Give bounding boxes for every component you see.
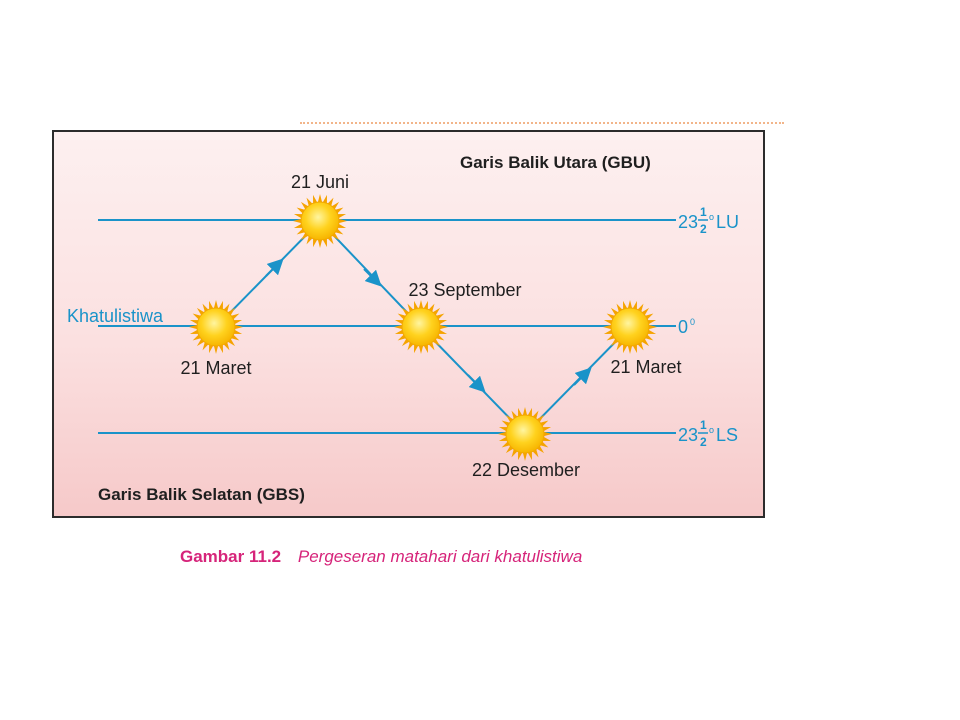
north-latitude-suffix: LU	[716, 212, 739, 232]
gbs-title: Garis Balik Selatan (GBS)	[98, 485, 305, 504]
path-arrow-3	[467, 374, 486, 393]
sun-march-right	[603, 300, 657, 354]
sun-disc	[610, 307, 650, 347]
south-latitude-label: 23 1 2 o LS	[666, 418, 738, 449]
sun-shift-diagram: Garis Balik Utara (GBU) Garis Balik Sela…	[67, 153, 739, 504]
sun-ray	[189, 324, 199, 330]
sun-march-left	[189, 300, 243, 354]
sun-ray	[438, 324, 448, 330]
sun-june	[293, 194, 347, 248]
sun-ray	[603, 324, 613, 330]
equator-label: Khatulistiwa	[67, 306, 164, 326]
sun-ray	[293, 218, 303, 224]
sun-december	[498, 407, 552, 461]
path-arrow-4	[573, 367, 592, 386]
sun-disc	[300, 201, 340, 241]
sun-date-june: 21 Juni	[291, 172, 349, 192]
sun-september	[394, 300, 448, 354]
sun-ray	[213, 344, 219, 354]
caption-text: Pergeseran matahari dari khatulistiwa	[297, 547, 583, 566]
sun-shift-figure: Garis Balik Utara (GBU) Garis Balik Sela…	[52, 130, 765, 518]
north-latitude-whole: 23	[678, 212, 698, 232]
sun-disc	[401, 307, 441, 347]
south-latitude-den: 2	[700, 435, 707, 449]
sun-disc	[505, 414, 545, 454]
sun-ray	[317, 238, 323, 248]
north-latitude-num: 1	[700, 205, 707, 219]
sun-date-march-left: 21 Maret	[180, 358, 251, 378]
equator-latitude-deg: 0	[690, 317, 695, 327]
south-latitude-whole: 23	[678, 425, 698, 445]
sun-ray	[647, 324, 657, 330]
sun-ray	[337, 218, 347, 224]
sun-ray	[394, 324, 404, 330]
path-arrow-1	[265, 258, 284, 277]
sun-ray	[213, 300, 219, 310]
decorative-dotted-rule	[300, 122, 784, 124]
south-latitude-deg: o	[709, 425, 714, 435]
gbu-title: Garis Balik Utara (GBU)	[460, 153, 651, 172]
sun-date-march-right: 21 Maret	[610, 357, 681, 377]
north-latitude-den: 2	[700, 222, 707, 236]
figure-caption: Gambar 11.2 Pergeseran matahari dari kha…	[180, 547, 582, 567]
south-latitude-num: 1	[700, 418, 707, 432]
sun-disc	[196, 307, 236, 347]
sun-ray	[418, 300, 424, 310]
sun-date-december: 22 Desember	[472, 460, 580, 480]
sun-ray	[233, 324, 243, 330]
sun-ray	[542, 431, 552, 437]
equator-latitude-value: 0	[678, 317, 688, 337]
sun-ray	[498, 431, 508, 437]
north-latitude-deg: o	[709, 212, 714, 222]
sun-ray	[627, 344, 633, 354]
caption-number: Gambar 11.2	[180, 547, 282, 566]
sun-ray	[522, 407, 528, 417]
path-arrow-2	[363, 268, 382, 287]
sun-ray	[418, 344, 424, 354]
north-latitude-label: 23 1 2 o LU	[666, 205, 739, 236]
sun-ray	[627, 300, 633, 310]
equator-latitude-label: 0 0	[666, 317, 695, 337]
sun-date-september: 23 September	[408, 280, 521, 300]
south-latitude-suffix: LS	[716, 425, 738, 445]
sun-ray	[522, 451, 528, 461]
sun-ray	[317, 194, 323, 204]
